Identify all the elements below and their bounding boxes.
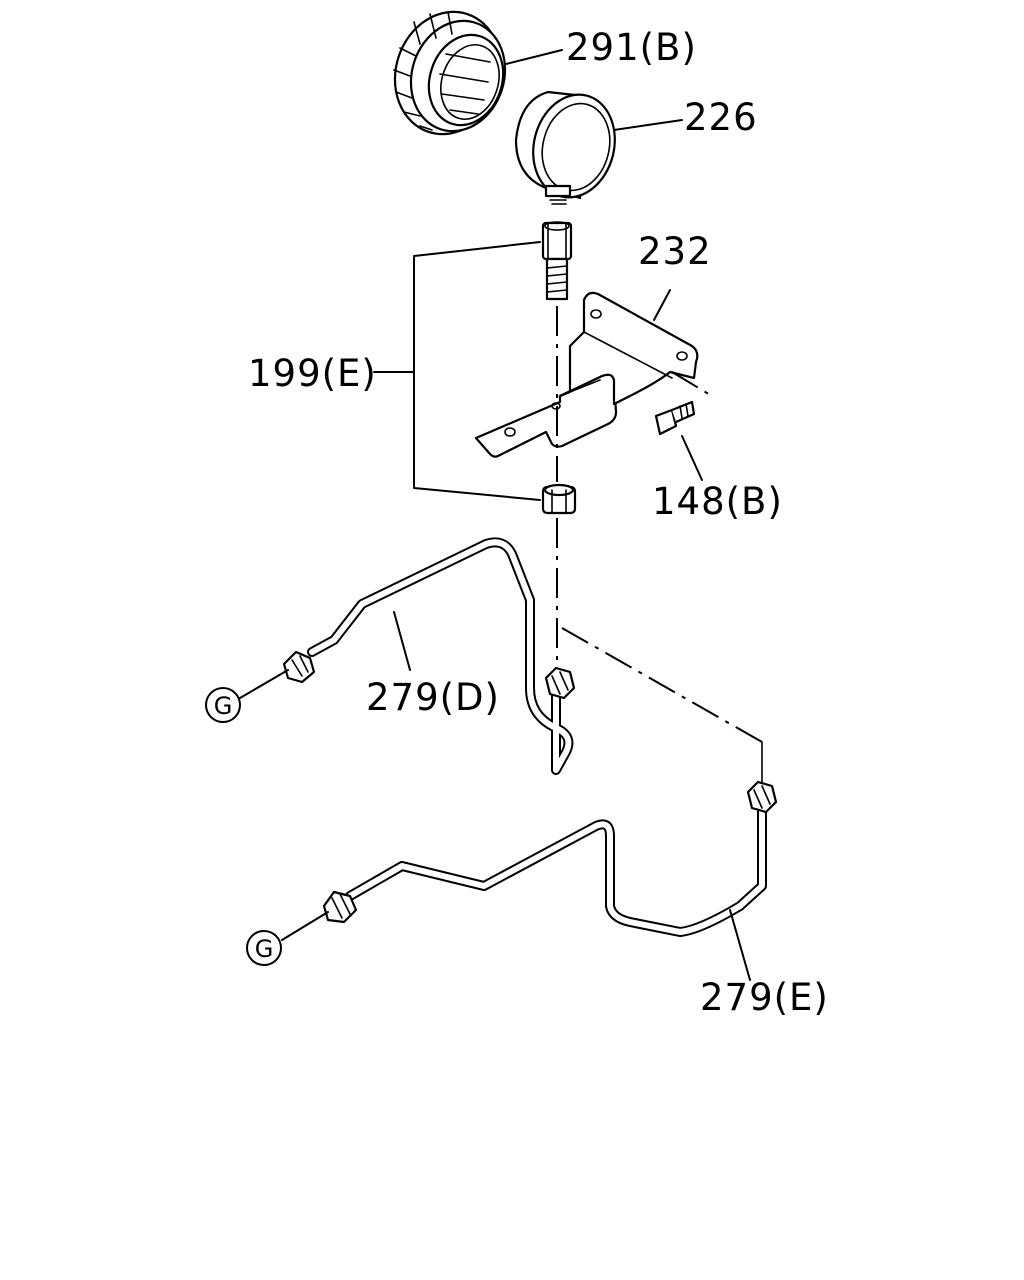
bolt-148b	[654, 400, 696, 436]
leader-g1	[239, 669, 289, 699]
leader-148b	[681, 435, 703, 481]
leader-lines	[239, 49, 751, 981]
nut-279e-right	[746, 780, 778, 814]
leader-g2	[281, 911, 329, 941]
label-279d: 279(D)	[366, 676, 500, 719]
fitting-199e	[541, 221, 573, 301]
pipe-279e	[322, 780, 778, 937]
leader-279d	[393, 611, 411, 671]
label-226: 226	[684, 96, 758, 139]
g-marker-1-text: G	[214, 692, 233, 720]
gauge-226	[514, 90, 616, 205]
nut-279d-right	[544, 666, 576, 700]
center-line	[556, 306, 763, 783]
pipe-279d	[282, 537, 576, 775]
nut-199e	[541, 483, 577, 515]
label-291b: 291(B)	[566, 26, 697, 69]
g-marker-1: G	[205, 687, 241, 723]
label-199e: 199(E)	[248, 352, 377, 395]
leader-199e	[373, 241, 541, 501]
g-marker-2-text: G	[255, 935, 274, 963]
label-279e: 279(E)	[700, 976, 829, 1019]
label-148b: 148(B)	[652, 480, 783, 523]
label-232: 232	[638, 230, 712, 273]
leader-226	[613, 119, 683, 131]
g-marker-2: G	[246, 930, 282, 966]
bracket-232	[474, 291, 699, 458]
leader-232	[653, 289, 671, 321]
nut-279d-left	[282, 650, 316, 684]
leader-291b	[505, 49, 563, 65]
bezel-ring-291b	[393, 10, 507, 136]
leader-279e	[729, 909, 751, 981]
nut-279e-left	[322, 890, 358, 924]
